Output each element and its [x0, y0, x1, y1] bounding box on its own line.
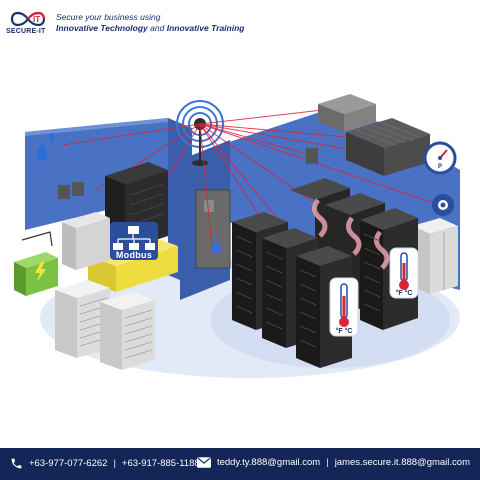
- email-contacts: teddy.ty.888@gmail.com | james.secure.it…: [196, 457, 470, 468]
- header: IT SECURE-IT Secure your business using …: [0, 0, 480, 44]
- tagline-line2: Innovative Technology and Innovative Tra…: [56, 23, 244, 33]
- wall-sensor-box: [58, 185, 70, 199]
- wall-sensor-box: [72, 182, 84, 196]
- secure-it-logo: IT: [6, 6, 54, 42]
- phone-number-1[interactable]: +63-977-077-6262: [29, 458, 108, 469]
- brand-name: SECURE-IT: [6, 28, 46, 35]
- ac-vent-unit: [346, 118, 430, 176]
- data-center-diagram: Modbus: [0, 44, 480, 448]
- hot-airflow: [312, 198, 390, 270]
- gauge-letter: P: [438, 164, 442, 170]
- phone-icon: [11, 458, 22, 469]
- tagline-bold2: Innovative Training: [166, 23, 245, 33]
- email-address-2[interactable]: james.secure.it.888@gmail.com: [334, 457, 470, 468]
- contact-footer: +63-977-077-6262 | +63-917-885-1188 tedd…: [0, 448, 480, 480]
- ups-unit-right: [100, 292, 155, 370]
- pressure-gauge-icon: P: [423, 141, 457, 175]
- tagline-bold1: Innovative Technology: [56, 23, 148, 33]
- thermometer-right-units: °F °C: [396, 289, 413, 297]
- thermometer-icon-left: °F °C: [329, 277, 359, 337]
- modbus-label: Modbus: [116, 250, 152, 260]
- hvac-unit: [318, 94, 376, 132]
- battery-power-icon: [14, 231, 58, 296]
- lock-icon: [212, 244, 221, 253]
- email-address-1[interactable]: teddy.ty.888@gmail.com: [216, 457, 321, 468]
- infinity-logo-icon: IT: [10, 11, 46, 27]
- door: [195, 189, 231, 269]
- email-separator: |: [326, 457, 329, 468]
- tagline-line1: Secure your business using: [56, 12, 161, 22]
- water-drop-icon: [36, 132, 55, 162]
- phone-contacts: +63-977-077-6262 | +63-917-885-1188: [10, 457, 200, 470]
- white-cabinet-right: [412, 218, 458, 294]
- phone-separator: |: [113, 458, 116, 469]
- phone-number-2[interactable]: +63-917-885-1188: [121, 458, 200, 469]
- logo-letters: IT: [33, 15, 40, 24]
- thermometer-icon-right: °F °C: [389, 247, 419, 299]
- scene-svg: Modbus: [14, 94, 460, 378]
- email-icon: [196, 457, 211, 468]
- modbus-network-icon: Modbus: [110, 222, 158, 260]
- camera-icon: [432, 194, 454, 216]
- tagline-and: and: [147, 23, 167, 33]
- wall-sensor-box: [306, 148, 318, 164]
- thermometer-left-units: °F °C: [336, 327, 353, 335]
- white-cabinet: [76, 218, 110, 270]
